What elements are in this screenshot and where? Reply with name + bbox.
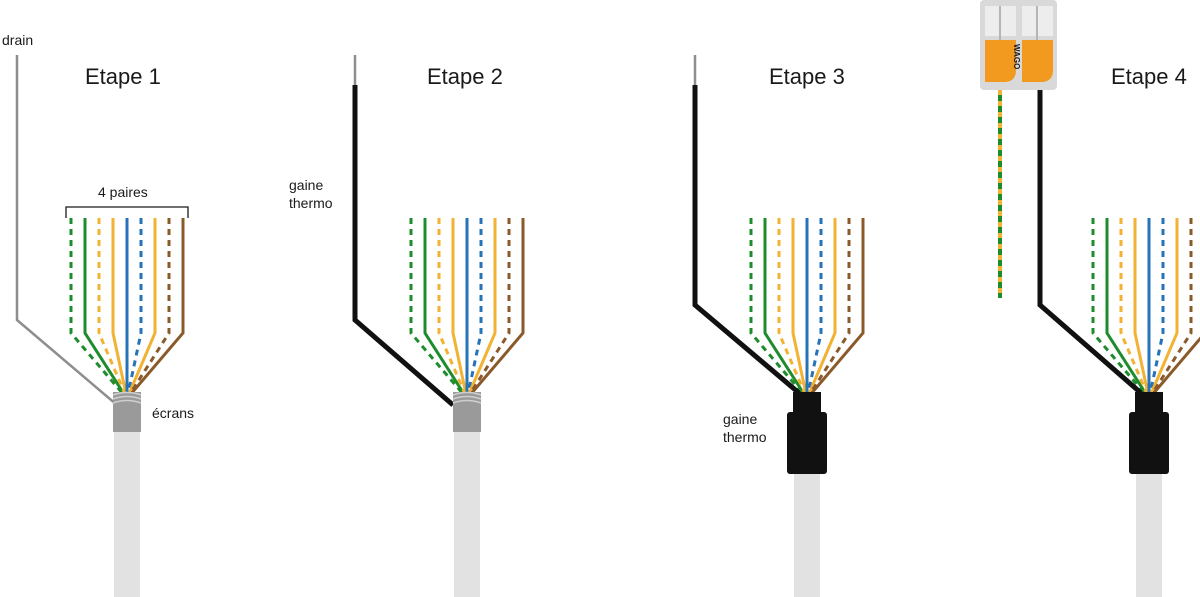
wire-solid-brown-1 (130, 218, 185, 394)
wire-striped-brown-4 (1151, 218, 1193, 394)
step-2-title: Etape 2 (427, 64, 503, 89)
heatshrink-label-step2-line1: gaine (289, 177, 323, 193)
wire-striped-orange-2 (437, 218, 466, 394)
wire-solid-orange-4 (1133, 218, 1150, 394)
wire-striped-brown-2 (469, 218, 511, 394)
wire-solid-brown-4 (1152, 336, 1200, 394)
pairs-label: 4 paires (98, 184, 148, 200)
pairs-bracket (65, 206, 189, 218)
wire-striped-green-1 (69, 218, 124, 394)
wire-solid-green-2 (423, 218, 465, 394)
step-3-title: Etape 3 (769, 64, 845, 89)
heatshrink-sleeve (1129, 412, 1169, 474)
drain-wire (15, 55, 118, 406)
step-1-title: Etape 1 (85, 64, 161, 89)
wire-striped-green-3 (749, 218, 804, 394)
heatshrink-drain (352, 85, 455, 407)
wire-striped-blue-4 (1148, 218, 1165, 394)
heatshrink-label-step2-line2: thermo (289, 195, 333, 211)
foil-wrap (452, 399, 482, 404)
wire-striped-green-2 (409, 218, 464, 394)
wago-logo: WAGO (1012, 44, 1021, 69)
wire-solid-orange-3 (791, 218, 808, 394)
wire-solid-green-3 (763, 218, 805, 394)
wire-striped-blue-2 (466, 218, 483, 394)
foil-wrap (112, 399, 142, 404)
foil-screen (113, 392, 141, 432)
foil-wrap (112, 391, 142, 396)
wire-striped-blue-1 (126, 218, 143, 394)
heatshrink-drain (692, 85, 801, 395)
cable-jacket (1136, 470, 1162, 597)
wire-solid-brown-3 (810, 218, 865, 394)
screens-label: écrans (152, 405, 194, 421)
wire-striped-orange-1 (97, 218, 126, 394)
heatshrink-sleeve (787, 412, 827, 474)
wire-solid-orange-1 (128, 218, 157, 394)
wire-solid-orange-4 (1150, 218, 1179, 394)
wire-solid-orange-1 (111, 218, 128, 394)
foil-wrap (452, 391, 482, 396)
heatshrink-neck (1135, 392, 1163, 414)
wago-connector: WAGO (980, 0, 1057, 90)
wire-solid-orange-2 (451, 218, 468, 394)
heatshrink-neck (793, 392, 821, 414)
step-4-title: Etape 4 (1111, 64, 1187, 89)
foil-wrap (112, 395, 142, 400)
wire-solid-brown-2 (470, 218, 525, 394)
wire-solid-green-1 (83, 218, 125, 394)
drain-label: drain (2, 32, 33, 48)
wire-solid-orange-3 (808, 218, 837, 394)
foil-screen (453, 392, 481, 432)
foil-wrap (452, 395, 482, 400)
heatshrink-label-step3-line1: gaine (723, 411, 757, 427)
wire-solid-orange-2 (468, 218, 497, 394)
cable-jacket (794, 470, 820, 597)
wire-striped-green-4 (1091, 218, 1146, 394)
wire-striped-brown-1 (129, 218, 171, 394)
wire-striped-brown-3 (809, 218, 851, 394)
heatshrink-drain (1037, 90, 1143, 395)
wire-striped-blue-3 (806, 218, 823, 394)
wire-striped-orange-4 (1119, 218, 1148, 394)
wire-solid-green-4 (1105, 218, 1147, 394)
heatshrink-label-step3-line2: thermo (723, 429, 767, 445)
wire-striped-orange-3 (777, 218, 806, 394)
